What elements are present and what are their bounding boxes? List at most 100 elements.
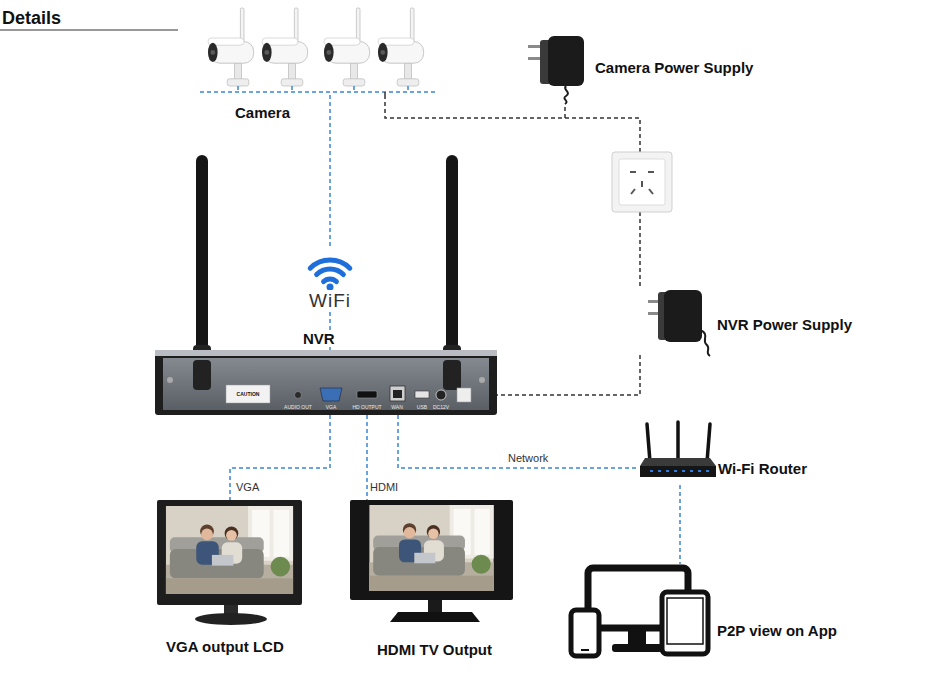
nvr-chassis [155, 350, 497, 415]
camera-mount [350, 63, 357, 80]
port-label: HD OUTPUT [352, 404, 381, 410]
port-label: WAN [391, 404, 402, 410]
port-label: VGA [326, 404, 337, 410]
nvr-back-panel [163, 358, 489, 410]
camera-icon [324, 8, 370, 86]
camera-bus [200, 86, 435, 92]
socket-face [619, 159, 665, 205]
router-front [640, 466, 716, 477]
tv-frame [350, 500, 513, 600]
node-label: Camera [235, 104, 290, 121]
socket-hole [631, 189, 635, 194]
connector-group [230, 95, 680, 564]
socket-hole [630, 171, 636, 173]
connector-label: Network [508, 452, 548, 465]
wan-port [390, 386, 405, 401]
wifi-backdrop [302, 248, 358, 292]
power-supply: NVR Power Supply [635, 285, 865, 355]
node-label: P2P view on App [717, 622, 837, 639]
camera-lens [324, 43, 334, 62]
node-label: VGA output LCD [166, 638, 284, 655]
dc-port [436, 390, 446, 400]
tv-base [390, 612, 480, 622]
camera-group: Camera [200, 20, 440, 95]
app-devices [571, 568, 708, 656]
wifi-arc [324, 279, 337, 282]
wifi-symbol [310, 260, 350, 282]
tv-box: HDMI TV Output [350, 500, 515, 660]
nvr-antenna [196, 155, 208, 355]
monitor-base [612, 644, 662, 652]
bus-drop [237, 86, 239, 92]
caution-label: CAUTION [237, 391, 260, 397]
camera-lens [378, 43, 388, 62]
adapter-body [548, 36, 584, 86]
title-underline [0, 30, 178, 31]
camera-lens-glint [326, 50, 331, 55]
phone-button [581, 649, 589, 651]
router-antenna [707, 424, 710, 462]
nvr-antenna-base [193, 360, 211, 390]
nvr-top-edge [155, 350, 497, 356]
power-adapter [648, 290, 710, 356]
camera-lens [262, 43, 272, 62]
connector-label: VGA [236, 481, 259, 494]
router-light [682, 470, 685, 472]
router-light [658, 470, 661, 472]
tablet-outline [662, 592, 708, 654]
power-adapter [528, 36, 584, 104]
bus-drop [353, 86, 355, 92]
router-light [666, 470, 669, 472]
node-label: HDMI TV Output [377, 641, 492, 658]
monitor-base [195, 613, 267, 625]
node-label: Wi-Fi Router [718, 460, 807, 477]
monitor-frame [157, 500, 302, 605]
router-antenna [647, 424, 650, 462]
vga-port [320, 388, 342, 401]
monitor-picture [166, 506, 293, 594]
router-light [690, 470, 693, 472]
camera-mount [404, 63, 411, 80]
socket-hole [649, 189, 653, 194]
router-icon [640, 422, 716, 477]
camera-lens-glint [380, 50, 385, 55]
router-box: Wi-Fi Router [638, 420, 818, 485]
port-label: AUDIO OUT [284, 404, 312, 410]
node-label: NVR Power Supply [717, 316, 852, 333]
router-top [640, 458, 716, 466]
router-light [706, 470, 709, 472]
connector-line [230, 415, 330, 500]
ground-tab [457, 388, 471, 402]
connector-line [385, 95, 565, 118]
node-label: NVR [301, 330, 337, 347]
lcd-monitor [157, 500, 302, 625]
camera-base [227, 79, 249, 86]
router-light [650, 470, 653, 472]
usb-port [415, 391, 429, 398]
bus-drop [291, 86, 293, 92]
wan-port-hole [393, 390, 402, 398]
tv-screen [350, 500, 513, 622]
camera-icon [262, 8, 308, 86]
camera-base [343, 79, 365, 86]
hdmi-port [357, 391, 377, 398]
tv-picture [369, 505, 493, 591]
socket-hole [641, 181, 643, 187]
socket-hole [648, 171, 654, 173]
nvr-screw [167, 377, 173, 383]
tv-neck [428, 598, 442, 614]
port-label: DC12V [433, 404, 449, 410]
adapter-body [664, 290, 702, 342]
camera-lens-glint [210, 50, 215, 55]
connector-line [398, 415, 638, 468]
bus-drop [407, 86, 409, 92]
monitor-box: VGA output LCD [155, 500, 305, 660]
nvr-antenna-base [443, 360, 461, 390]
diagram-title: Details [2, 8, 61, 28]
tablet-screen [667, 598, 703, 644]
